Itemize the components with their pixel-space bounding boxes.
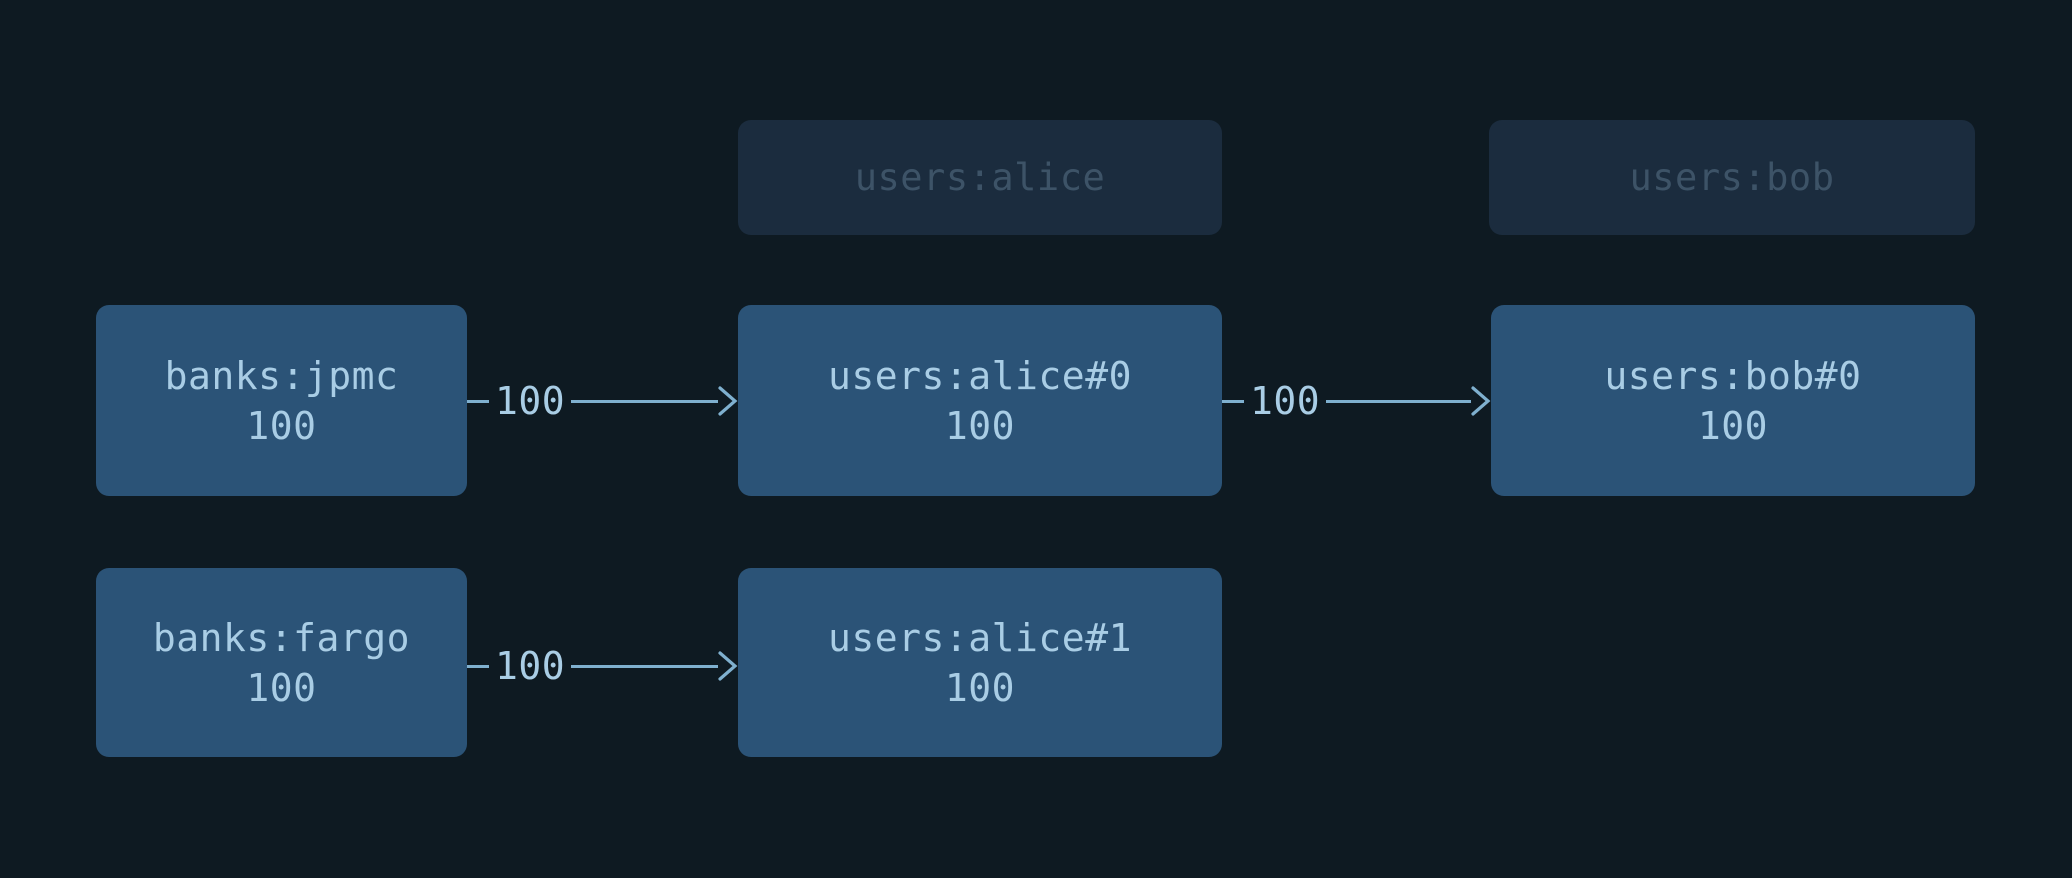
edge-fargo-to-alice1[interactable]: 100	[467, 636, 738, 696]
account-node-name: users:alice#0	[828, 353, 1132, 398]
account-node-users-bob-0[interactable]: users:bob#0 100	[1491, 305, 1975, 496]
account-node-users-alice-0[interactable]: users:alice#0 100	[738, 305, 1222, 496]
group-node-users-alice[interactable]: users:alice	[738, 120, 1222, 235]
account-node-name: users:alice#1	[828, 615, 1132, 660]
group-node-users-bob[interactable]: users:bob	[1489, 120, 1975, 235]
edge-stub-line	[467, 399, 489, 403]
edge-stub-line	[467, 664, 489, 668]
edge-amount-label: 100	[1250, 379, 1321, 423]
arrow-head-icon	[718, 651, 738, 681]
edge-alice0-to-bob0[interactable]: 100	[1222, 371, 1491, 431]
edge-jpmc-to-alice0[interactable]: 100	[467, 371, 738, 431]
account-node-users-alice-1[interactable]: users:alice#1 100	[738, 568, 1222, 757]
account-node-balance: 100	[246, 665, 317, 710]
group-node-label: users:bob	[1629, 156, 1835, 199]
edge-stub-line	[1222, 399, 1244, 403]
edge-main-line	[571, 664, 718, 668]
arrow-head-icon	[718, 386, 738, 416]
arrow-head-icon	[1471, 386, 1491, 416]
account-node-balance: 100	[246, 403, 317, 448]
account-node-balance: 100	[944, 403, 1016, 448]
account-node-name: banks:jpmc	[164, 353, 399, 398]
account-node-name: users:bob#0	[1604, 353, 1862, 398]
edge-main-line	[1326, 399, 1471, 403]
account-node-balance: 100	[1697, 403, 1769, 448]
edge-main-line	[571, 399, 718, 403]
edge-amount-label: 100	[495, 644, 566, 688]
account-node-banks-fargo[interactable]: banks:fargo 100	[96, 568, 467, 757]
account-node-balance: 100	[944, 665, 1016, 710]
account-node-banks-jpmc[interactable]: banks:jpmc 100	[96, 305, 467, 496]
group-node-label: users:alice	[854, 156, 1106, 199]
account-node-name: banks:fargo	[152, 615, 411, 660]
edge-amount-label: 100	[495, 379, 566, 423]
